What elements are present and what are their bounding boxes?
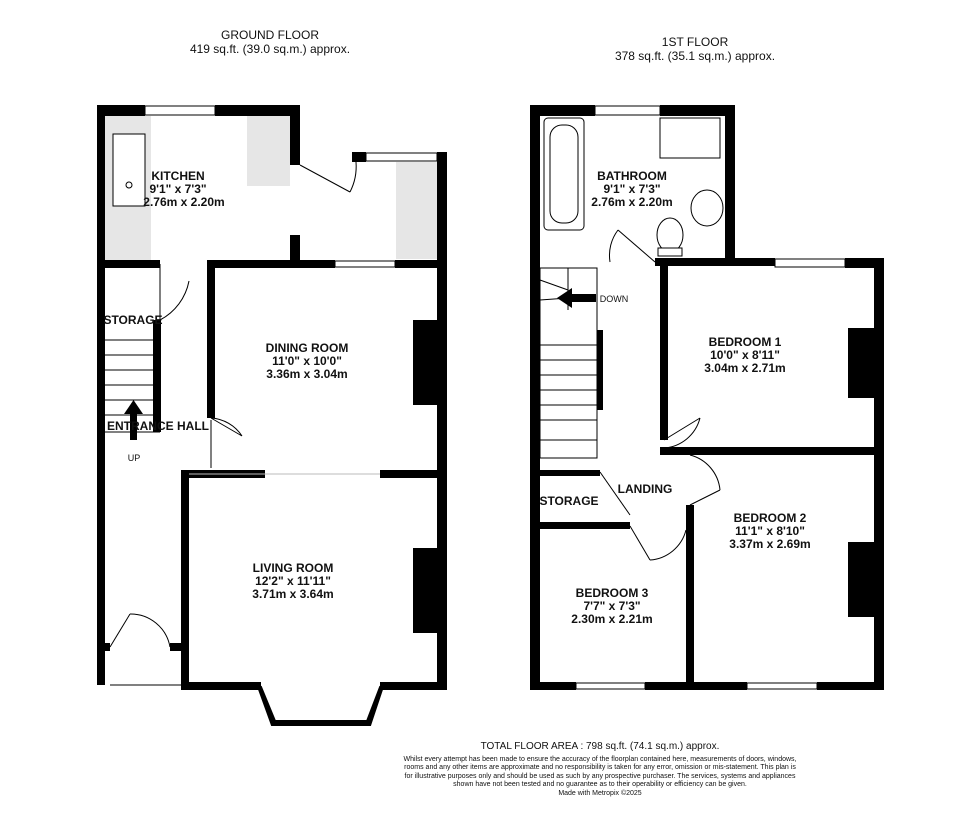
windows — [575, 105, 846, 690]
bedroom2-imperial: 11'1" x 8'10" — [735, 524, 805, 538]
bedroom3-label: BEDROOM 3 — [576, 586, 649, 600]
bedroom2-metric: 3.37m x 2.69m — [729, 537, 810, 551]
sink-icon — [112, 133, 146, 207]
storage-label: STORAGE — [539, 494, 598, 508]
shower-icon — [659, 117, 721, 159]
bedroom3-metric: 2.30m x 2.21m — [571, 612, 652, 626]
entrance-hall-label: ENTRANCE HALL — [107, 419, 209, 433]
windows — [110, 105, 438, 726]
drain-icon — [125, 181, 133, 189]
kitchen-metric: 2.76m x 2.20m — [143, 195, 224, 209]
bedroom1-imperial: 10'0" x 8'11" — [710, 348, 780, 362]
down-arrow-icon — [557, 288, 596, 308]
toilet-icon — [656, 217, 684, 253]
stairs-down-label: DOWN — [600, 294, 629, 304]
kitchen-worktop — [247, 116, 290, 186]
first-floor-title: 1ST FLOOR — [661, 35, 729, 49]
living-metric: 3.71m x 3.64m — [252, 587, 333, 601]
walls — [530, 105, 884, 690]
ground-floor-plan: KITCHEN 9'1" x 7'3" 2.76m x 2.20m DINING… — [97, 105, 447, 726]
kitchen-label: KITCHEN — [151, 169, 204, 183]
dining-imperial: 11'0" x 10'0" — [272, 354, 342, 368]
footer: TOTAL FLOOR AREA : 798 sq.ft. (74.1 sq.m… — [400, 741, 800, 798]
bathroom-label: BATHROOM — [597, 169, 667, 183]
bathroom-metric: 2.76m x 2.20m — [591, 195, 672, 209]
disclaimer: Whilst every attempt has been made to en… — [403, 756, 797, 789]
walls — [97, 105, 447, 690]
first-floor-header: 1ST FLOOR 378 sq.ft. (35.1 sq.m.) approx… — [595, 35, 795, 63]
bath-basin — [549, 124, 579, 224]
living-imperial: 12'2" x 11'11" — [255, 574, 331, 588]
storage-label: STORAGE — [103, 313, 162, 327]
bedroom3-imperial: 7'7" x 7'3" — [583, 599, 640, 613]
dining-label: DINING ROOM — [266, 341, 349, 355]
doors[interactable] — [109, 161, 357, 648]
living-label: LIVING ROOM — [253, 561, 334, 575]
toilet-cistern — [657, 247, 683, 257]
bedroom1-metric: 3.04m x 2.71m — [704, 361, 785, 375]
total-floor-area: TOTAL FLOOR AREA : 798 sq.ft. (74.1 sq.m… — [480, 741, 720, 752]
stairs — [539, 267, 598, 459]
first-floor-plan: BATHROOM 9'1" x 7'3" 2.76m x 2.20m BEDRO… — [530, 105, 884, 690]
kitchen-worktop — [396, 162, 437, 259]
kitchen-imperial: 9'1" x 7'3" — [149, 182, 206, 196]
dining-metric: 3.36m x 3.04m — [266, 367, 347, 381]
ground-floor-header: GROUND FLOOR 419 sq.ft. (39.0 sq.m.) app… — [170, 28, 370, 56]
bath-icon — [543, 117, 585, 231]
bedroom1-label: BEDROOM 1 — [709, 335, 782, 349]
bathroom-imperial: 9'1" x 7'3" — [603, 182, 660, 196]
washbasin-icon — [690, 189, 724, 227]
first-floor-area: 378 sq.ft. (35.1 sq.m.) approx. — [614, 49, 776, 63]
bedroom2-label: BEDROOM 2 — [734, 511, 807, 525]
ground-floor-area: 419 sq.ft. (39.0 sq.m.) approx. — [189, 42, 351, 56]
landing-label: LANDING — [618, 482, 673, 496]
ground-floor-title: GROUND FLOOR — [220, 28, 319, 42]
credit: Made with Metropix ©2025 — [558, 789, 642, 797]
stairs-up-label: UP — [128, 453, 141, 463]
up-arrow-icon — [124, 400, 143, 440]
doors[interactable] — [599, 229, 721, 561]
